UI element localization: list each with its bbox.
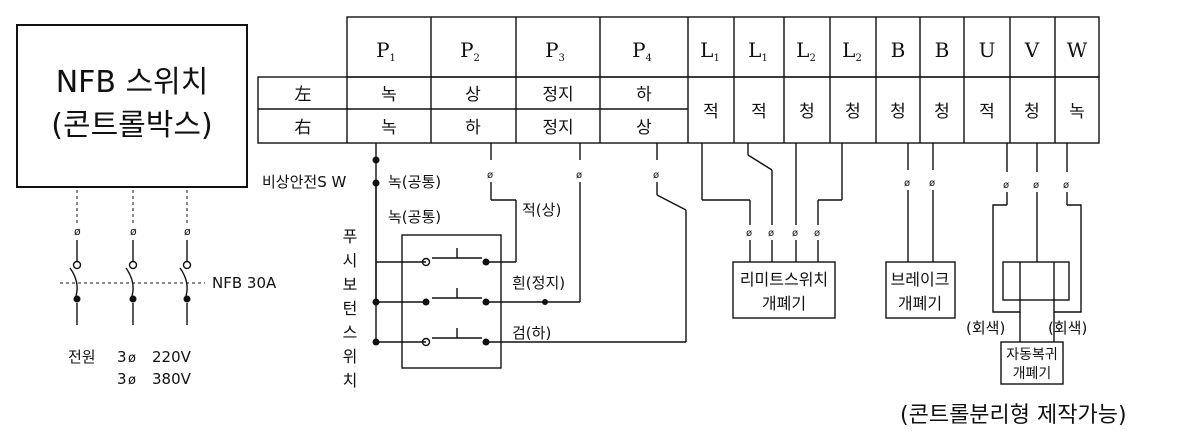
auto-return-unit [1002, 261, 1070, 301]
svg-text:ø: ø [904, 178, 910, 189]
power-label: 전원 [68, 348, 96, 366]
ground-mark: ø [130, 225, 137, 238]
table-cell: 정지 [542, 85, 573, 105]
terminal-table [257, 16, 1100, 144]
header-cell: B [935, 38, 950, 62]
power-phase-symbol-2: ø [128, 373, 136, 388]
header-cell: P4 [632, 38, 652, 64]
ground-mark: ø [74, 225, 81, 238]
table-cell: 녹 [1069, 102, 1085, 122]
nfb-box-title: NFB 스위치 [56, 65, 209, 100]
power-phase-symbol: ø [128, 351, 136, 366]
limit-switch-label: 리미트스위치 [740, 270, 828, 289]
svg-text:위: 위 [343, 347, 358, 366]
header-cell: W [1067, 38, 1088, 62]
svg-text:ø: ø [814, 228, 820, 239]
auto-return-box [1000, 341, 1064, 385]
table-cell: 상 [636, 118, 652, 138]
table-cell: 적 [751, 102, 767, 122]
brake-box [885, 261, 956, 319]
svg-text:ø: ø [792, 228, 798, 239]
table-cell: 정지 [542, 118, 573, 138]
table-cell: 녹 [381, 118, 397, 138]
header-cell: U [979, 38, 996, 62]
header-cell: L2 [796, 38, 816, 64]
push-button-label: 푸 시 보 턴 스 위 치 [343, 227, 358, 390]
red-up-label: 적(상) [522, 201, 561, 219]
table-cell: 하 [636, 85, 652, 105]
brake-label: 브레이크 [891, 270, 950, 289]
header-cell: L1 [700, 38, 720, 64]
limit-switch-label-2: 개폐기 [762, 294, 806, 313]
table-headers: P1 P2 P3 P4 L1 L1 L2 L2 B B U V W [376, 38, 1088, 64]
auto-return-label: 자동복귀 [1006, 347, 1058, 363]
gray-wire-right-label: (회색) [1048, 319, 1087, 337]
power-phase: 3 [117, 348, 127, 366]
svg-text:푸: 푸 [343, 227, 358, 246]
header-cell: V [1024, 38, 1040, 62]
svg-text:ø: ø [746, 228, 752, 239]
table-cell: 적 [703, 102, 719, 122]
uvw-wiring: ø ø ø [992, 143, 1082, 385]
header-cell: P2 [460, 38, 480, 64]
row-label-left: 左 [295, 85, 312, 105]
separate-type-note: (콘트롤분리형 제작가능) [900, 403, 1127, 428]
brake-label-2: 개폐기 [898, 294, 942, 313]
brake-wiring: ø ø [885, 143, 956, 319]
limit-switch-box [732, 261, 836, 319]
table-cell: 청 [799, 102, 815, 122]
nfb-box-subtitle: (콘트롤박스) [51, 108, 212, 143]
power-voltage-380: 380V [152, 370, 192, 388]
header-cell: L2 [842, 38, 862, 64]
svg-text:ø: ø [1003, 180, 1009, 191]
limit-switch-wiring: ø ø ø ø [701, 143, 843, 319]
svg-text:스: 스 [343, 323, 358, 342]
table-cell: 청 [845, 102, 861, 122]
table-cell: 녹 [381, 85, 397, 105]
nfb-rating-label: NFB 30A [212, 274, 277, 292]
green-common-label-2: 녹(공통) [388, 208, 441, 226]
svg-text:ø: ø [576, 170, 582, 181]
header-cell: P1 [376, 38, 396, 64]
table-cell: 적 [979, 102, 995, 122]
table-cell: 청 [890, 102, 906, 122]
table-cell: 청 [1024, 102, 1040, 122]
svg-text:시: 시 [343, 251, 358, 270]
white-stop-label: 흰(정지) [512, 274, 565, 292]
svg-text:ø: ø [768, 228, 774, 239]
nfb-breaker: ø ø ø [60, 190, 205, 325]
svg-text:ø: ø [1063, 180, 1069, 191]
svg-text:ø: ø [653, 170, 659, 181]
nfb-box [16, 24, 248, 188]
row-label-right: 右 [295, 118, 312, 138]
svg-text:치: 치 [343, 371, 358, 390]
gray-wire-left-label: (회색) [966, 319, 1005, 337]
push-button-wiring: ø ø ø [372, 143, 687, 369]
p-rows: 녹 상 정지 하 녹 하 정지 상 [381, 85, 652, 138]
header-cell: B [891, 38, 906, 62]
table-cell: 상 [465, 85, 481, 105]
svg-text:턴: 턴 [343, 299, 358, 318]
green-common-label-1: 녹(공통) [388, 173, 441, 191]
power-phase-2: 3 [117, 370, 127, 388]
black-down-label: 검(하) [512, 324, 551, 342]
svg-text:ø: ø [1033, 180, 1039, 191]
ground-mark: ø [184, 225, 191, 238]
svg-text:ø: ø [487, 170, 493, 181]
table-cell: 청 [934, 102, 950, 122]
auto-return-label-2: 개폐기 [1013, 366, 1052, 382]
table-cell: 하 [465, 118, 481, 138]
header-cell: L1 [748, 38, 768, 64]
svg-text:ø: ø [929, 178, 935, 189]
emergency-switch-label: 비상안전S W [262, 173, 346, 191]
power-voltage-220: 220V [152, 348, 192, 366]
svg-text:보: 보 [343, 275, 358, 294]
header-cell: P3 [545, 38, 565, 64]
merged-cells: 적 적 청 청 청 청 적 청 녹 [703, 102, 1085, 122]
